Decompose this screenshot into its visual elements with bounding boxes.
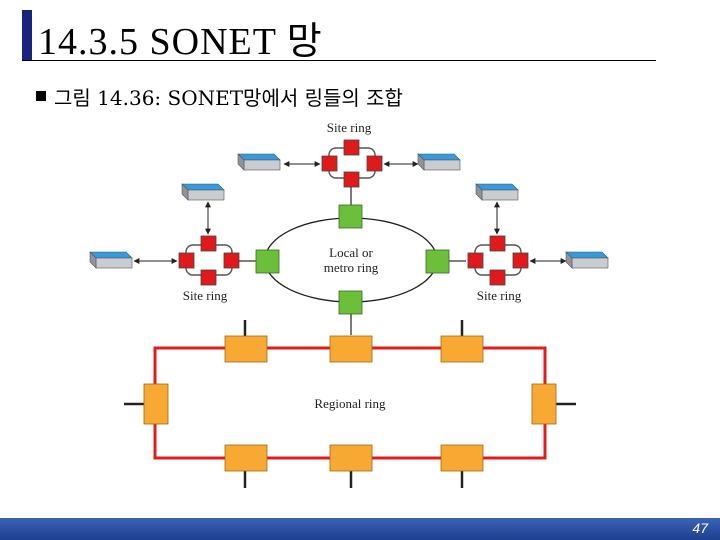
site-node	[200, 235, 217, 252]
title-accent-bar	[22, 10, 32, 60]
local-ring-label-1: Local or	[329, 245, 373, 260]
site-ring-left-label: Site ring	[183, 288, 228, 303]
regional-node	[143, 383, 169, 425]
site-ring-right: Site ring	[449, 183, 609, 303]
workstation-icon	[565, 251, 609, 269]
workstation-icon	[181, 183, 225, 201]
regional-ring: Regional ring	[124, 320, 576, 488]
footer-bar: 47	[0, 518, 720, 540]
slide-title: 14.3.5 SONET 망	[38, 21, 323, 63]
site-node	[200, 269, 217, 286]
regional-node	[224, 444, 268, 472]
regional-node	[440, 444, 484, 472]
site-node	[223, 252, 240, 269]
local-node	[338, 290, 363, 315]
workstation-icon	[89, 251, 133, 269]
site-node	[489, 269, 506, 286]
site-node	[467, 252, 484, 269]
figure-caption: 그림 14.36: SONET망에서 링들의 조합	[54, 86, 403, 110]
regional-node	[531, 383, 557, 425]
local-metro-ring: Local or metro ring	[255, 204, 450, 335]
site-node	[512, 252, 529, 269]
workstation-icon	[475, 183, 519, 201]
site-ring-left: Site ring	[89, 183, 256, 303]
site-ring-top-label: Site ring	[327, 120, 372, 135]
site-node	[178, 252, 195, 269]
site-node	[321, 155, 338, 172]
local-node	[425, 249, 450, 274]
site-ring-right-label: Site ring	[477, 288, 522, 303]
title-divider	[22, 60, 656, 61]
local-ring-label-2: metro ring	[324, 260, 379, 275]
page-number: 47	[692, 520, 708, 536]
regional-node	[329, 444, 373, 472]
local-node	[338, 204, 363, 229]
regional-node	[329, 335, 373, 363]
workstation-icon	[237, 153, 281, 171]
site-node	[343, 171, 360, 188]
bullet-icon	[36, 91, 46, 101]
site-node	[489, 235, 506, 252]
regional-node	[440, 335, 484, 363]
regional-node	[224, 335, 268, 363]
site-node	[343, 139, 360, 156]
site-ring-top: Site ring	[237, 120, 461, 205]
site-node	[366, 155, 383, 172]
regional-ring-label: Regional ring	[314, 396, 386, 411]
workstation-icon	[417, 153, 461, 171]
local-node	[255, 249, 280, 274]
